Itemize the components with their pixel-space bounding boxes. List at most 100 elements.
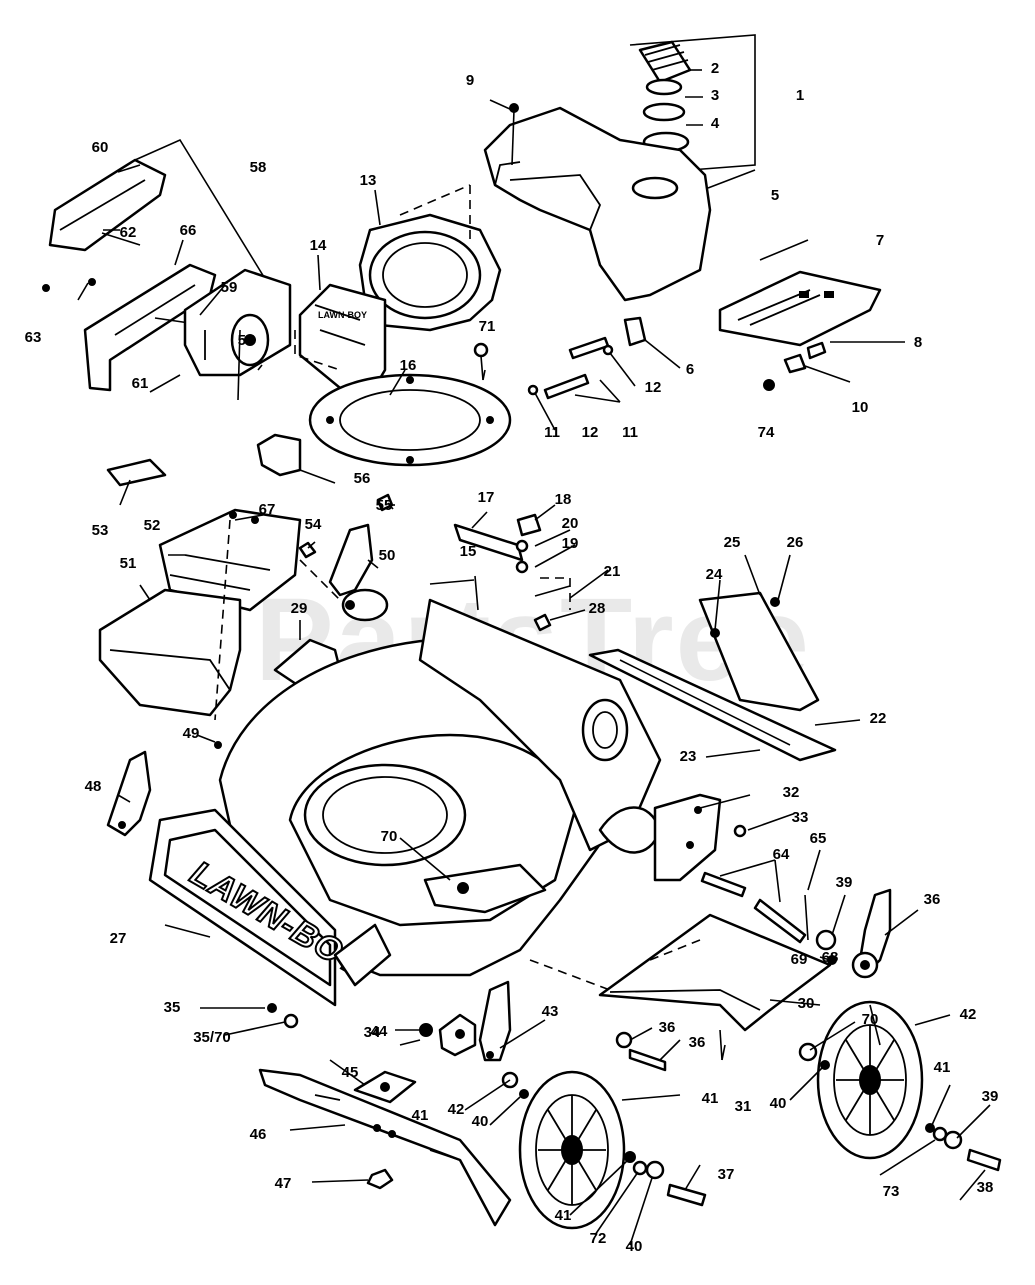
callout-number: 39 bbox=[836, 874, 853, 891]
washer-71 bbox=[798, 1042, 818, 1062]
callout-number: 67 bbox=[259, 501, 276, 518]
callout-number: 37 bbox=[718, 1166, 735, 1183]
callout-number: 48 bbox=[85, 778, 102, 795]
axle-66a bbox=[700, 871, 747, 898]
clip-18 bbox=[516, 513, 542, 537]
bracket-45 bbox=[438, 1013, 477, 1057]
washer-41a bbox=[519, 1089, 529, 1099]
washer-74a bbox=[632, 1160, 648, 1176]
screw-15 bbox=[474, 575, 479, 611]
mower-blade bbox=[258, 1068, 512, 1227]
callout-number: 32 bbox=[783, 784, 800, 801]
callout-number: 27 bbox=[110, 930, 127, 947]
callout-number: 68 bbox=[822, 949, 839, 966]
callout-number: 29 bbox=[291, 600, 308, 617]
callout-number: 52 bbox=[144, 517, 161, 534]
height-adjuster-left bbox=[106, 750, 152, 837]
callout-number: 36 bbox=[924, 891, 941, 908]
callout-number: 11 bbox=[622, 424, 638, 441]
control-bracket bbox=[328, 523, 389, 622]
screw-34 bbox=[733, 824, 747, 838]
callout-number: 14 bbox=[310, 237, 327, 254]
washer-36b bbox=[615, 1031, 633, 1049]
callout-number: 55 bbox=[376, 497, 393, 514]
clip-55 bbox=[298, 541, 317, 559]
rear-deflector bbox=[598, 913, 832, 1032]
blade-adapter bbox=[353, 1070, 417, 1104]
callout-number: 17 bbox=[478, 489, 495, 506]
callout-number: 35 bbox=[164, 999, 181, 1016]
callout-number: 71 bbox=[479, 318, 496, 335]
callout-number: 34 bbox=[364, 1024, 381, 1041]
axle-66b bbox=[753, 898, 807, 944]
nut-35 bbox=[419, 1023, 433, 1037]
bolt-64 bbox=[101, 232, 141, 246]
washer-40b bbox=[645, 1160, 665, 1180]
washer-41d bbox=[925, 1123, 935, 1133]
callout-number: 70 bbox=[862, 1011, 879, 1028]
callout-number: 5 bbox=[771, 187, 779, 204]
callout-number: 61 bbox=[132, 375, 149, 392]
screw-73 bbox=[473, 342, 489, 381]
callout-number: 12 bbox=[645, 379, 662, 396]
callout-number: 23 bbox=[680, 748, 697, 765]
rail-17 bbox=[453, 523, 524, 562]
shroud-guides bbox=[294, 184, 471, 371]
ring-3 bbox=[642, 102, 686, 122]
callout-number: 10 bbox=[852, 399, 869, 416]
callout-number: 60 bbox=[92, 139, 109, 156]
callout-number: 25 bbox=[724, 534, 741, 551]
callout-number: 53 bbox=[92, 522, 109, 539]
callout-number: 6 bbox=[686, 361, 694, 378]
callout-number: 66 bbox=[180, 222, 197, 239]
callout-number: 43 bbox=[542, 1003, 559, 1020]
callout-number: 40 bbox=[770, 1095, 787, 1112]
callout-number: 20 bbox=[562, 515, 579, 532]
callout-number: 40 bbox=[626, 1238, 643, 1255]
bolt-39b bbox=[966, 1148, 1002, 1172]
callout-number: 56 bbox=[354, 470, 371, 487]
mower-parts-artwork: LAWN-BOY bbox=[42, 34, 1002, 1246]
callout-number: 41 bbox=[702, 1090, 719, 1107]
leader-lines bbox=[77, 69, 991, 1246]
rod-67 bbox=[804, 894, 809, 941]
bolt-39a bbox=[666, 1183, 707, 1207]
callout-number: 30 bbox=[798, 995, 815, 1012]
callout-number: 9 bbox=[466, 72, 474, 89]
washer-40c bbox=[943, 1130, 963, 1150]
washer-19 bbox=[515, 560, 529, 574]
callout-number: 39 bbox=[982, 1088, 999, 1105]
callout-number: 33 bbox=[792, 809, 809, 826]
engine-shroud bbox=[358, 213, 502, 332]
front-wheel bbox=[518, 1070, 626, 1230]
muffler-gasket bbox=[256, 433, 302, 477]
rear-flap bbox=[588, 591, 837, 762]
callout-number: 2 bbox=[711, 60, 719, 77]
callout-number: 47 bbox=[275, 1175, 292, 1192]
decal-54 bbox=[106, 458, 167, 487]
callout-number: 51 bbox=[120, 555, 137, 572]
callout-number: 73 bbox=[883, 1183, 900, 1200]
cap-seal bbox=[645, 78, 683, 96]
nut-75 bbox=[763, 379, 775, 391]
callout-number: 45 bbox=[342, 1064, 359, 1081]
callout-number: 44 bbox=[371, 1023, 388, 1040]
screw-32 bbox=[719, 1029, 723, 1061]
bracket-plate bbox=[718, 270, 882, 347]
washer-41c bbox=[820, 1060, 830, 1070]
blade-nut bbox=[366, 1168, 394, 1190]
callout-number: 40 bbox=[472, 1113, 489, 1130]
callout-number: 41 bbox=[555, 1207, 572, 1224]
height-adjust-plate bbox=[653, 793, 722, 882]
base-gasket bbox=[308, 373, 512, 467]
callout-number: 58 bbox=[250, 159, 267, 176]
callout-number: 63 bbox=[25, 329, 42, 346]
bracket-1 bbox=[629, 34, 756, 171]
callout-number: 42 bbox=[448, 1101, 465, 1118]
screw-10 bbox=[783, 353, 807, 374]
chute-52 bbox=[98, 588, 242, 717]
nut-35-70 bbox=[267, 1003, 277, 1013]
screw-69a bbox=[229, 511, 237, 519]
